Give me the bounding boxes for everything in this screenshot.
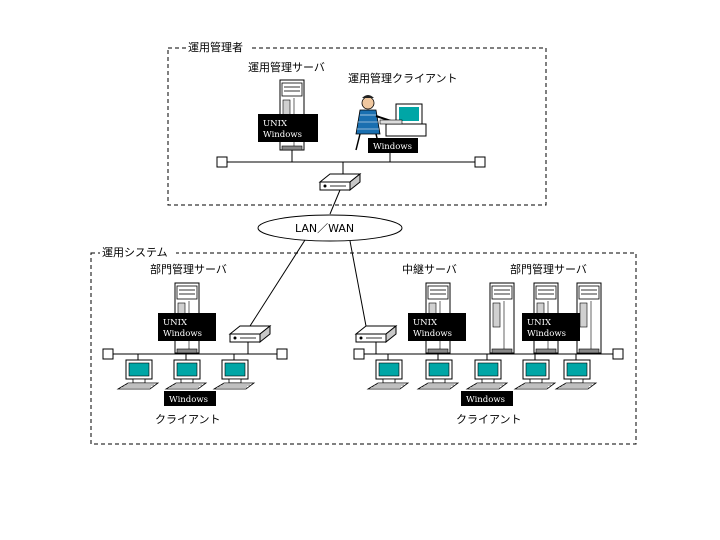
terminator-icon [612, 348, 624, 360]
admin-area-title: 運用管理者 [188, 40, 243, 54]
clients-right-label: クライアント [456, 413, 522, 426]
dept-server-left-os-2: Windows [163, 329, 202, 339]
left-router-icon [229, 325, 271, 343]
admin-server-os-box [258, 114, 318, 142]
dept-server-right-label: 部門管理サーバ [510, 262, 587, 276]
dept-server-right-os-1: UNIX [527, 318, 552, 328]
client-pc-icon [514, 359, 556, 390]
admin-server-label: 運用管理サーバ [248, 60, 325, 74]
lan-wan-cloud [257, 214, 403, 242]
right-router-icon [355, 325, 397, 343]
admin-router-icon [319, 173, 361, 191]
clients-left-os-1: Windows [169, 395, 208, 405]
clients-right-os-box [461, 391, 513, 406]
dept-server-left-os-box [158, 313, 216, 341]
admin-client-os-box [368, 138, 418, 153]
client-pc-icon [165, 359, 207, 390]
admin-client-os-1: Windows [373, 142, 412, 152]
client-pc-icon [117, 359, 159, 390]
clients-right-os-1: Windows [466, 395, 505, 405]
admin-server-os-2: Windows [263, 130, 302, 140]
terminator-icon [216, 156, 228, 168]
terminator-icon [474, 156, 486, 168]
system-area-title: 運用システム [102, 246, 168, 259]
relay-server-os-2: Windows [413, 329, 452, 339]
client-pc-icon [417, 359, 459, 390]
admin-server-os-1: UNIX [263, 119, 288, 129]
admin-client-label: 運用管理クライアント [348, 71, 458, 85]
operator-workstation-icon [355, 95, 427, 151]
dept-server-right-icon [489, 282, 515, 354]
dept-server-left-label: 部門管理サーバ [150, 262, 227, 276]
relay-server-label: 中継サーバ [402, 262, 457, 276]
dept-server-right-os-2: Windows [527, 329, 566, 339]
dept-server-left-os-1: UNIX [163, 318, 188, 328]
relay-server-os-1: UNIX [413, 318, 438, 328]
system-area-frame [90, 252, 637, 445]
admin-area-frame [167, 47, 547, 206]
client-pc-icon [367, 359, 409, 390]
relay-server-os-box [408, 313, 466, 341]
terminator-icon [102, 348, 114, 360]
client-pc-icon [466, 359, 508, 390]
clients-left-label: クライアント [155, 413, 221, 426]
terminator-icon [276, 348, 288, 360]
clients-left-os-box [164, 391, 216, 406]
client-pc-icon [555, 359, 597, 390]
client-pc-icon [213, 359, 255, 390]
dept-server-right-os-box [522, 313, 580, 341]
terminator-icon [353, 348, 365, 360]
lan-wan-label: LAN／WAN [295, 222, 354, 235]
dept-server-right-icon [576, 282, 602, 354]
